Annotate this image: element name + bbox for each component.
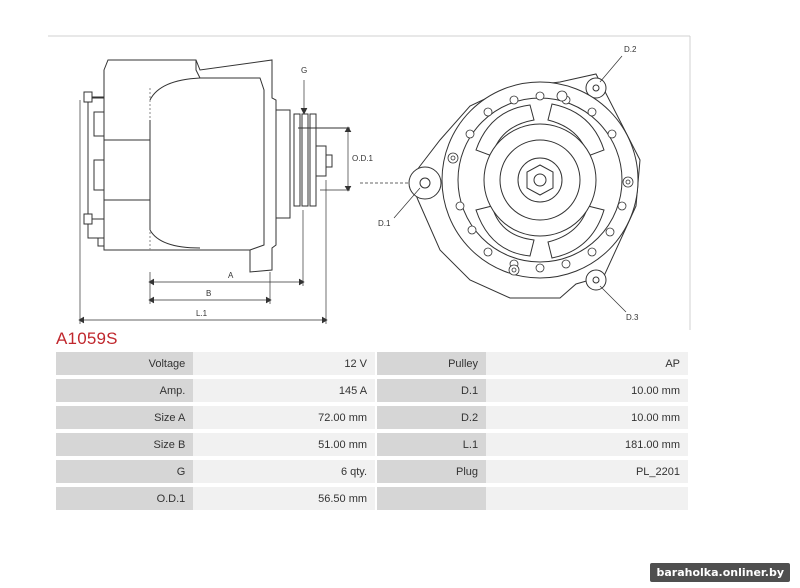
spec-value: 12 V	[193, 352, 378, 379]
spec-value-2	[486, 487, 688, 514]
spec-value-2: 10.00 mm	[486, 379, 688, 406]
spec-label-2: D.1	[377, 379, 487, 406]
alternator-front-view	[408, 73, 641, 299]
label-a: A	[228, 271, 234, 280]
spec-value-2: PL_2201	[486, 460, 688, 487]
spec-value-2: AP	[486, 352, 688, 379]
frame-lines	[48, 35, 691, 330]
front-view-holes	[447, 90, 634, 276]
spec-label: G	[56, 460, 194, 487]
spec-value: 145 A	[193, 379, 378, 406]
spec-label: Size B	[56, 433, 194, 460]
spec-label: Size A	[56, 406, 194, 433]
label-g: G	[301, 66, 307, 75]
spec-value: 56.50 mm	[193, 487, 378, 514]
front-view-dimensions	[360, 55, 627, 313]
spec-value: 51.00 mm	[193, 433, 378, 460]
spec-label-2: D.2	[377, 406, 487, 433]
side-view-dimensions	[78, 70, 352, 324]
spec-value: 6 qty.	[193, 460, 378, 487]
spec-label-2: L.1	[377, 433, 487, 460]
alternator-technical-drawing: G O.D.1 A B L.1	[48, 35, 691, 330]
spec-label-2	[377, 487, 487, 514]
side-dimension-labels: G O.D.1 A B L.1	[196, 66, 373, 318]
spec-value: 72.00 mm	[193, 406, 378, 433]
label-d2: D.2	[624, 45, 637, 54]
spec-label: Voltage	[56, 352, 194, 379]
label-d3: D.3	[626, 313, 639, 322]
part-number-title: A1059S	[56, 329, 118, 348]
spec-value-2: 10.00 mm	[486, 406, 688, 433]
label-b: B	[206, 289, 211, 298]
front-dimension-labels: D.1 D.2 D.3	[378, 45, 639, 322]
label-l1: L.1	[196, 309, 208, 318]
spec-label: Amp.	[56, 379, 194, 406]
spec-value-2: 181.00 mm	[486, 433, 688, 460]
spec-label: O.D.1	[56, 487, 194, 514]
watermark: baraholka.onliner.by	[650, 563, 790, 582]
alternator-side-view	[83, 59, 348, 273]
spec-label-2: Pulley	[377, 352, 487, 379]
label-od1: O.D.1	[352, 154, 373, 163]
spec-label-2: Plug	[377, 460, 487, 487]
label-d1: D.1	[378, 219, 391, 228]
